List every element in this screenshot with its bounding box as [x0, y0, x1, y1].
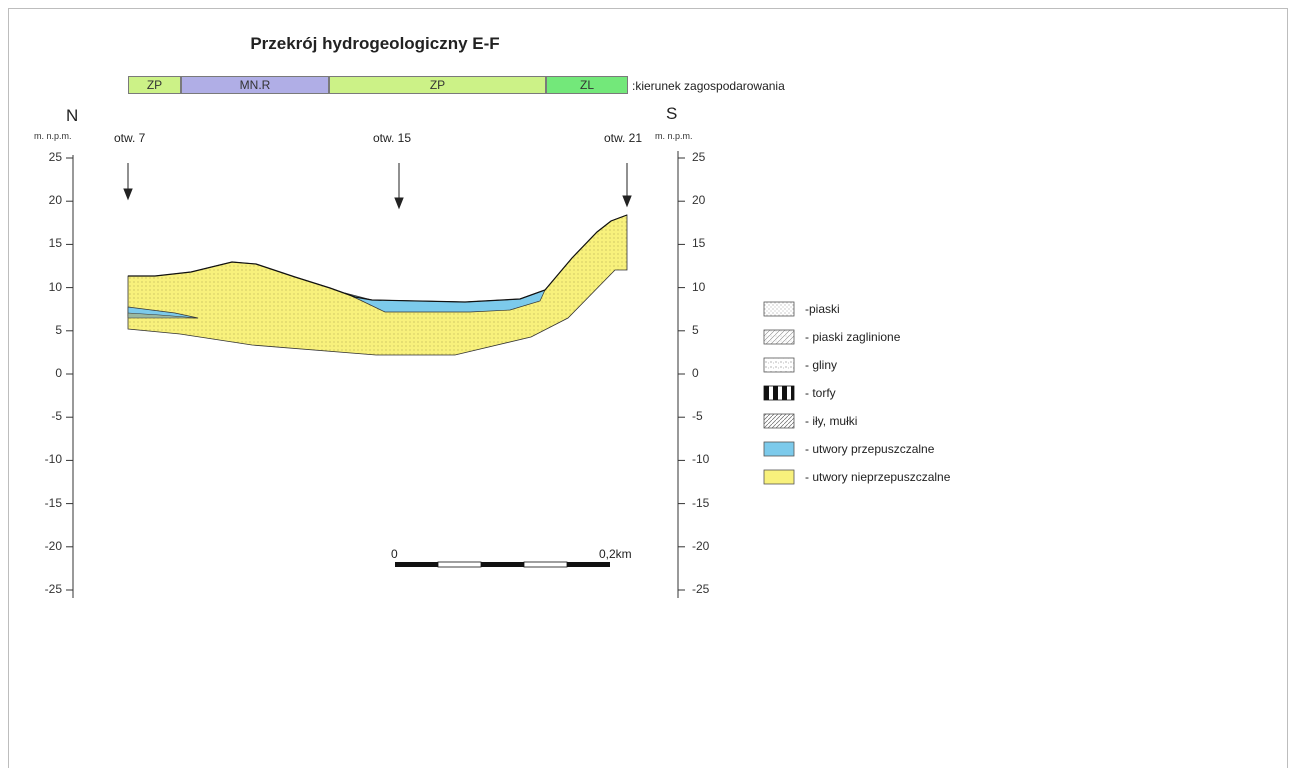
axis-unit-left: m. n.p.m. — [34, 131, 72, 141]
right-tick-label: -20 — [692, 538, 710, 553]
borehole-arrow-21 — [622, 163, 632, 208]
right-tick-label: 25 — [692, 150, 706, 164]
borehole-arrow-7 — [123, 163, 133, 201]
legend-label: - torfy — [805, 386, 836, 400]
land-use-label: ZL — [579, 78, 594, 92]
legend-swatch-loamy-sand — [763, 329, 795, 345]
land-use-segment-zp-1: ZP — [128, 76, 181, 94]
left-tick-label: 20 — [48, 193, 62, 208]
direction-north: N — [66, 106, 79, 125]
right-tick-label: -15 — [692, 495, 710, 510]
left-tick-label: 5 — [55, 322, 62, 337]
left-tick-label: 25 — [48, 150, 62, 164]
left-tick-label: 15 — [48, 236, 62, 251]
section-title: Przekrój hydrogeologiczny E-F — [250, 34, 500, 53]
left-tick-label: 10 — [48, 279, 62, 294]
borehole-label-15: otw. 15 — [373, 131, 412, 145]
left-tick-label: -5 — [51, 409, 62, 424]
land-use-segment-mnr: MN.R — [181, 76, 329, 94]
legend-label: - utwory nieprzepuszczalne — [805, 470, 951, 484]
land-use-segment-zp-2: ZP — [329, 76, 546, 94]
left-tick-label: 0 — [55, 366, 62, 380]
legend-swatch-impermeable — [763, 469, 795, 485]
impermeable-layer — [127, 214, 628, 356]
legend-swatch-sand — [763, 301, 795, 317]
left-tick-label: -20 — [44, 538, 62, 553]
axis-unit-right: m. n.p.m. — [655, 131, 693, 141]
legend-swatch-loam — [763, 357, 795, 373]
ground-surface — [128, 214, 628, 303]
right-tick-label: 20 — [692, 193, 706, 208]
left-tick-label: -25 — [44, 582, 62, 596]
land-use-label: ZP — [146, 78, 163, 92]
page-frame — [8, 8, 1288, 768]
legend-swatch-permeable — [763, 441, 795, 457]
left-tick-label: -10 — [44, 452, 62, 467]
land-use-caption: :kierunek zagospodarowania — [632, 79, 785, 93]
legend-label: -piaski — [805, 302, 840, 316]
land-use-label: MN.R — [239, 78, 271, 92]
right-tick-label: 15 — [692, 236, 706, 251]
legend-swatch-peat — [763, 385, 795, 401]
borehole-label-7: otw. 7 — [114, 131, 146, 145]
legend-label: - gliny — [805, 358, 838, 372]
clay-lens-left — [127, 312, 199, 319]
right-tick-label: -10 — [692, 452, 710, 467]
borehole-arrow-15 — [394, 163, 404, 210]
land-use-label: ZP — [429, 78, 446, 92]
land-use-segment-zl: ZL — [546, 76, 628, 94]
right-tick-label: -5 — [692, 409, 703, 424]
legend-label: - iły, mułki — [805, 414, 858, 428]
right-tick-label: 0 — [692, 366, 699, 380]
scale-start-label: 0 — [391, 547, 398, 561]
legend-swatch-clay — [763, 413, 795, 429]
legend-label: - utwory przepuszczalne — [805, 442, 935, 456]
left-tick-label: -15 — [44, 495, 62, 510]
right-tick-label: 10 — [692, 279, 706, 294]
borehole-label-21: otw. 21 — [604, 131, 643, 145]
right-tick-label: -25 — [692, 582, 710, 596]
scale-end-label: 0,2km — [599, 547, 632, 561]
direction-south: S — [666, 104, 678, 123]
scale-bar — [395, 561, 610, 568]
right-tick-label: 5 — [692, 322, 699, 337]
legend-label: - piaski zaglinione — [805, 330, 901, 344]
